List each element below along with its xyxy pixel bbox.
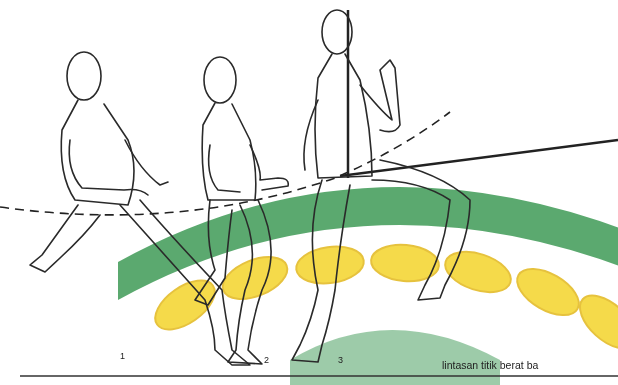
callout-number: 3	[338, 356, 343, 365]
vertical-reference	[347, 10, 350, 178]
callout-number: 2	[264, 356, 269, 365]
runner-figure	[30, 52, 250, 365]
runner-figure	[292, 10, 470, 362]
watermark-logo	[118, 187, 618, 385]
trajectory-note: lintasan titik berat ba	[442, 360, 538, 371]
horizontal-reference	[340, 140, 618, 176]
runner-figure	[195, 57, 288, 364]
callout-number: 1	[120, 352, 125, 361]
ground-line	[20, 375, 618, 377]
